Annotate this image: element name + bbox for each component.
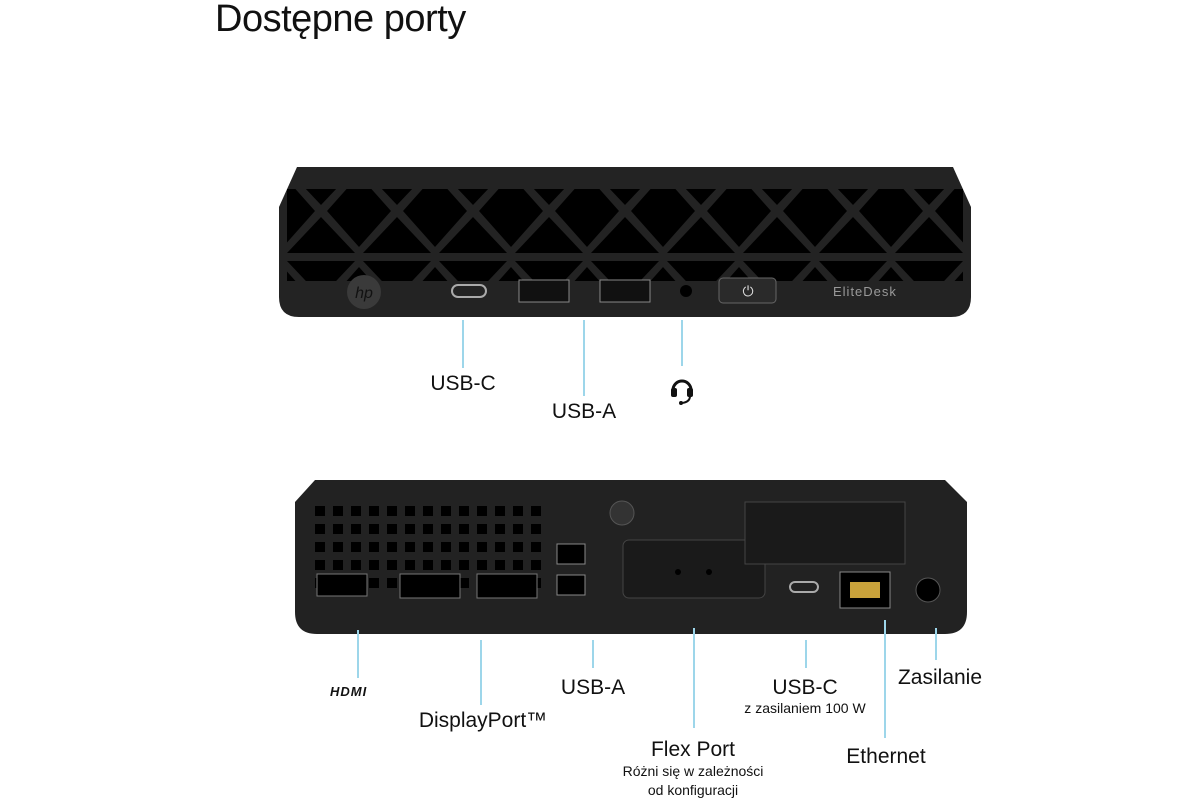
label-usb-a-back: USB-A [560, 676, 626, 699]
leader-usb-a-back [592, 640, 594, 668]
label-usb-c-front: USB-C [430, 372, 496, 395]
hp-logo: hp [355, 285, 373, 302]
hdmi-logo: HDMI [330, 684, 368, 699]
label-usb-c-back: USB-C [772, 676, 838, 699]
leader-power [935, 628, 937, 660]
leader-usb-c-back [805, 640, 807, 668]
leader-usb-a-front [583, 320, 585, 396]
label-flex-port: Flex Port [650, 738, 736, 761]
leader-flex-port [693, 628, 695, 728]
leader-usb-c-front [462, 320, 464, 368]
leader-ethernet [884, 620, 886, 738]
front-device-image: hp ⏻ EliteDesk [279, 167, 971, 317]
back-device-image [295, 480, 967, 634]
page-title: Dostępne porty [215, 0, 466, 40]
label-usb-a-front: USB-A [551, 400, 617, 423]
flex-port-note-2: od konfiguracji [647, 782, 739, 798]
svg-text:⏻: ⏻ [742, 283, 753, 299]
brand-label: EliteDesk [833, 284, 897, 299]
headset-icon [671, 379, 693, 405]
leader-hdmi [357, 630, 359, 678]
label-displayport: DisplayPort™ [418, 709, 548, 732]
label-ethernet: Ethernet [846, 745, 926, 768]
usb-c-note: z zasilaniem 100 W [744, 700, 866, 716]
leader-displayport [480, 640, 482, 705]
leader-audio-front [681, 320, 683, 366]
flex-port-note-1: Różni się w zależności [622, 763, 764, 779]
label-power: Zasilanie [897, 666, 983, 689]
